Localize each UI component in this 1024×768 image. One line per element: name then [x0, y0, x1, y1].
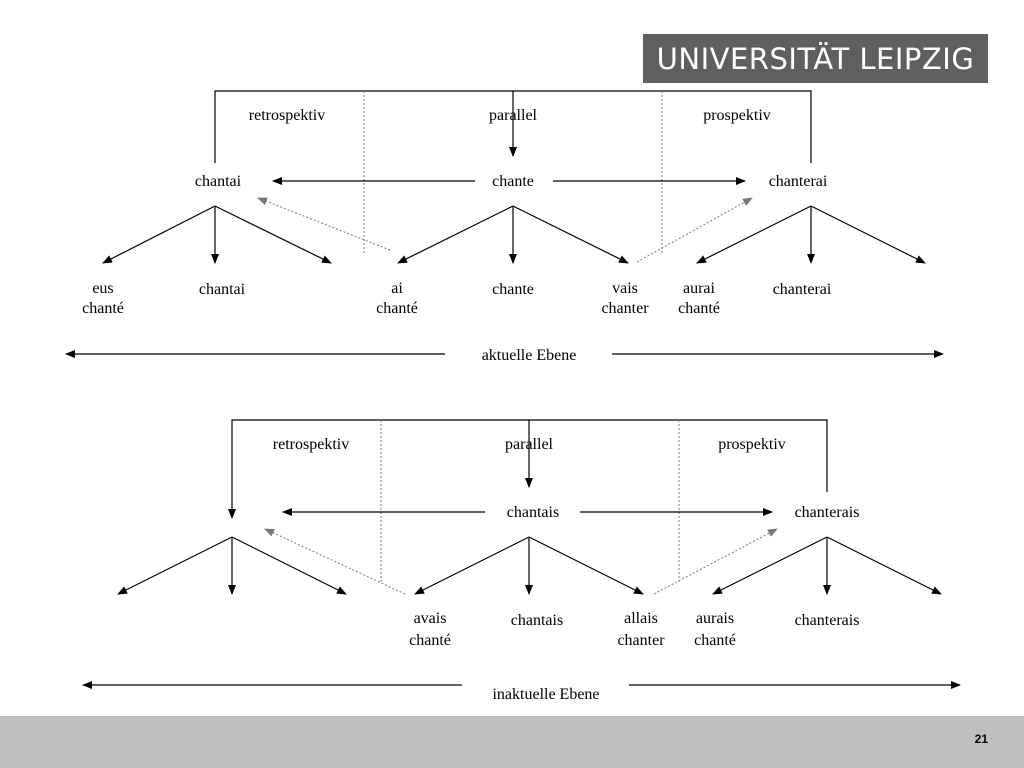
- bottom-header-prospektiv: prospektiv: [718, 436, 786, 453]
- bottom-center-chanterais: chanterais: [795, 504, 860, 521]
- bottom-label-aurais-1: aurais: [696, 610, 734, 627]
- bottom-fan1-right: [231, 536, 347, 595]
- top-label-aurai-1: aurai: [683, 280, 716, 297]
- top-header-parallel: parallel: [489, 107, 538, 124]
- bottom-header-parallel: parallel: [505, 436, 554, 453]
- bottom-label-avais-2: chanté: [409, 632, 451, 649]
- bottom-label-avais-1: avais: [414, 610, 447, 627]
- bottom-fan2-right: [528, 536, 644, 595]
- top-label-chanterai: chanterai: [773, 281, 832, 298]
- top-label-vais-2: chanter: [601, 300, 649, 317]
- top-header-prospektiv: prospektiv: [703, 107, 771, 124]
- top-fan3-left: [696, 205, 812, 264]
- bottom-header-retrospektiv: retrospektiv: [273, 436, 349, 453]
- top-fan2-left: [397, 205, 514, 264]
- top-label-chantai: chantai: [199, 281, 246, 298]
- top-center-chanterai: chanterai: [769, 173, 828, 190]
- top-center-chantai: chantai: [195, 173, 242, 190]
- bottom-label-aurais-2: chanté: [694, 632, 736, 649]
- top-header-retrospektiv: retrospektiv: [249, 107, 325, 124]
- top-dotted-arrow-prosp: [636, 197, 753, 263]
- bottom-label-chantais: chantais: [511, 612, 563, 629]
- tense-diagram: retrospektiv parallel prospektiv chantai…: [65, 90, 961, 703]
- bottom-fan3-left: [712, 536, 828, 595]
- top-center-chante: chante: [492, 173, 534, 190]
- bottom-label-allais-2: chanter: [617, 632, 665, 649]
- footer-bar: 21: [0, 716, 1024, 768]
- university-logo: UNIVERSITÄT LEIPZIG: [643, 34, 988, 83]
- bottom-level-label: inaktuelle Ebene: [492, 686, 599, 703]
- bottom-fan2-left: [414, 536, 530, 595]
- top-label-vais-1: vais: [612, 280, 638, 297]
- bottom-fan3-right: [826, 536, 942, 595]
- bottom-fan1-left: [117, 536, 233, 595]
- top-label-ai-2: chanté: [376, 300, 418, 317]
- bottom-dotted-arrow-prosp: [653, 528, 778, 595]
- top-label-ai-1: ai: [391, 280, 403, 297]
- bottom-label-chanterais: chanterais: [795, 612, 860, 629]
- top-dotted-arrow-retro: [257, 197, 391, 251]
- top-fan1-left: [102, 205, 216, 264]
- page-number: 21: [974, 732, 988, 746]
- top-level-label: aktuelle Ebene: [482, 347, 577, 364]
- bottom-center-chantais: chantais: [507, 504, 559, 521]
- bottom-dotted-arrow-retro: [264, 528, 406, 595]
- top-block: retrospektiv parallel prospektiv chantai…: [65, 90, 944, 364]
- top-fan2-right: [512, 205, 629, 264]
- top-fan3-right: [810, 205, 926, 264]
- top-label-eus-2: chanté: [82, 300, 124, 317]
- bottom-label-allais-1: allais: [624, 610, 658, 627]
- top-label-chante: chante: [492, 281, 534, 298]
- top-fan1-right: [214, 205, 332, 264]
- top-label-eus-1: eus: [92, 280, 113, 297]
- top-label-aurai-2: chanté: [678, 300, 720, 317]
- bottom-block: retrospektiv parallel prospektiv chantai…: [82, 419, 961, 703]
